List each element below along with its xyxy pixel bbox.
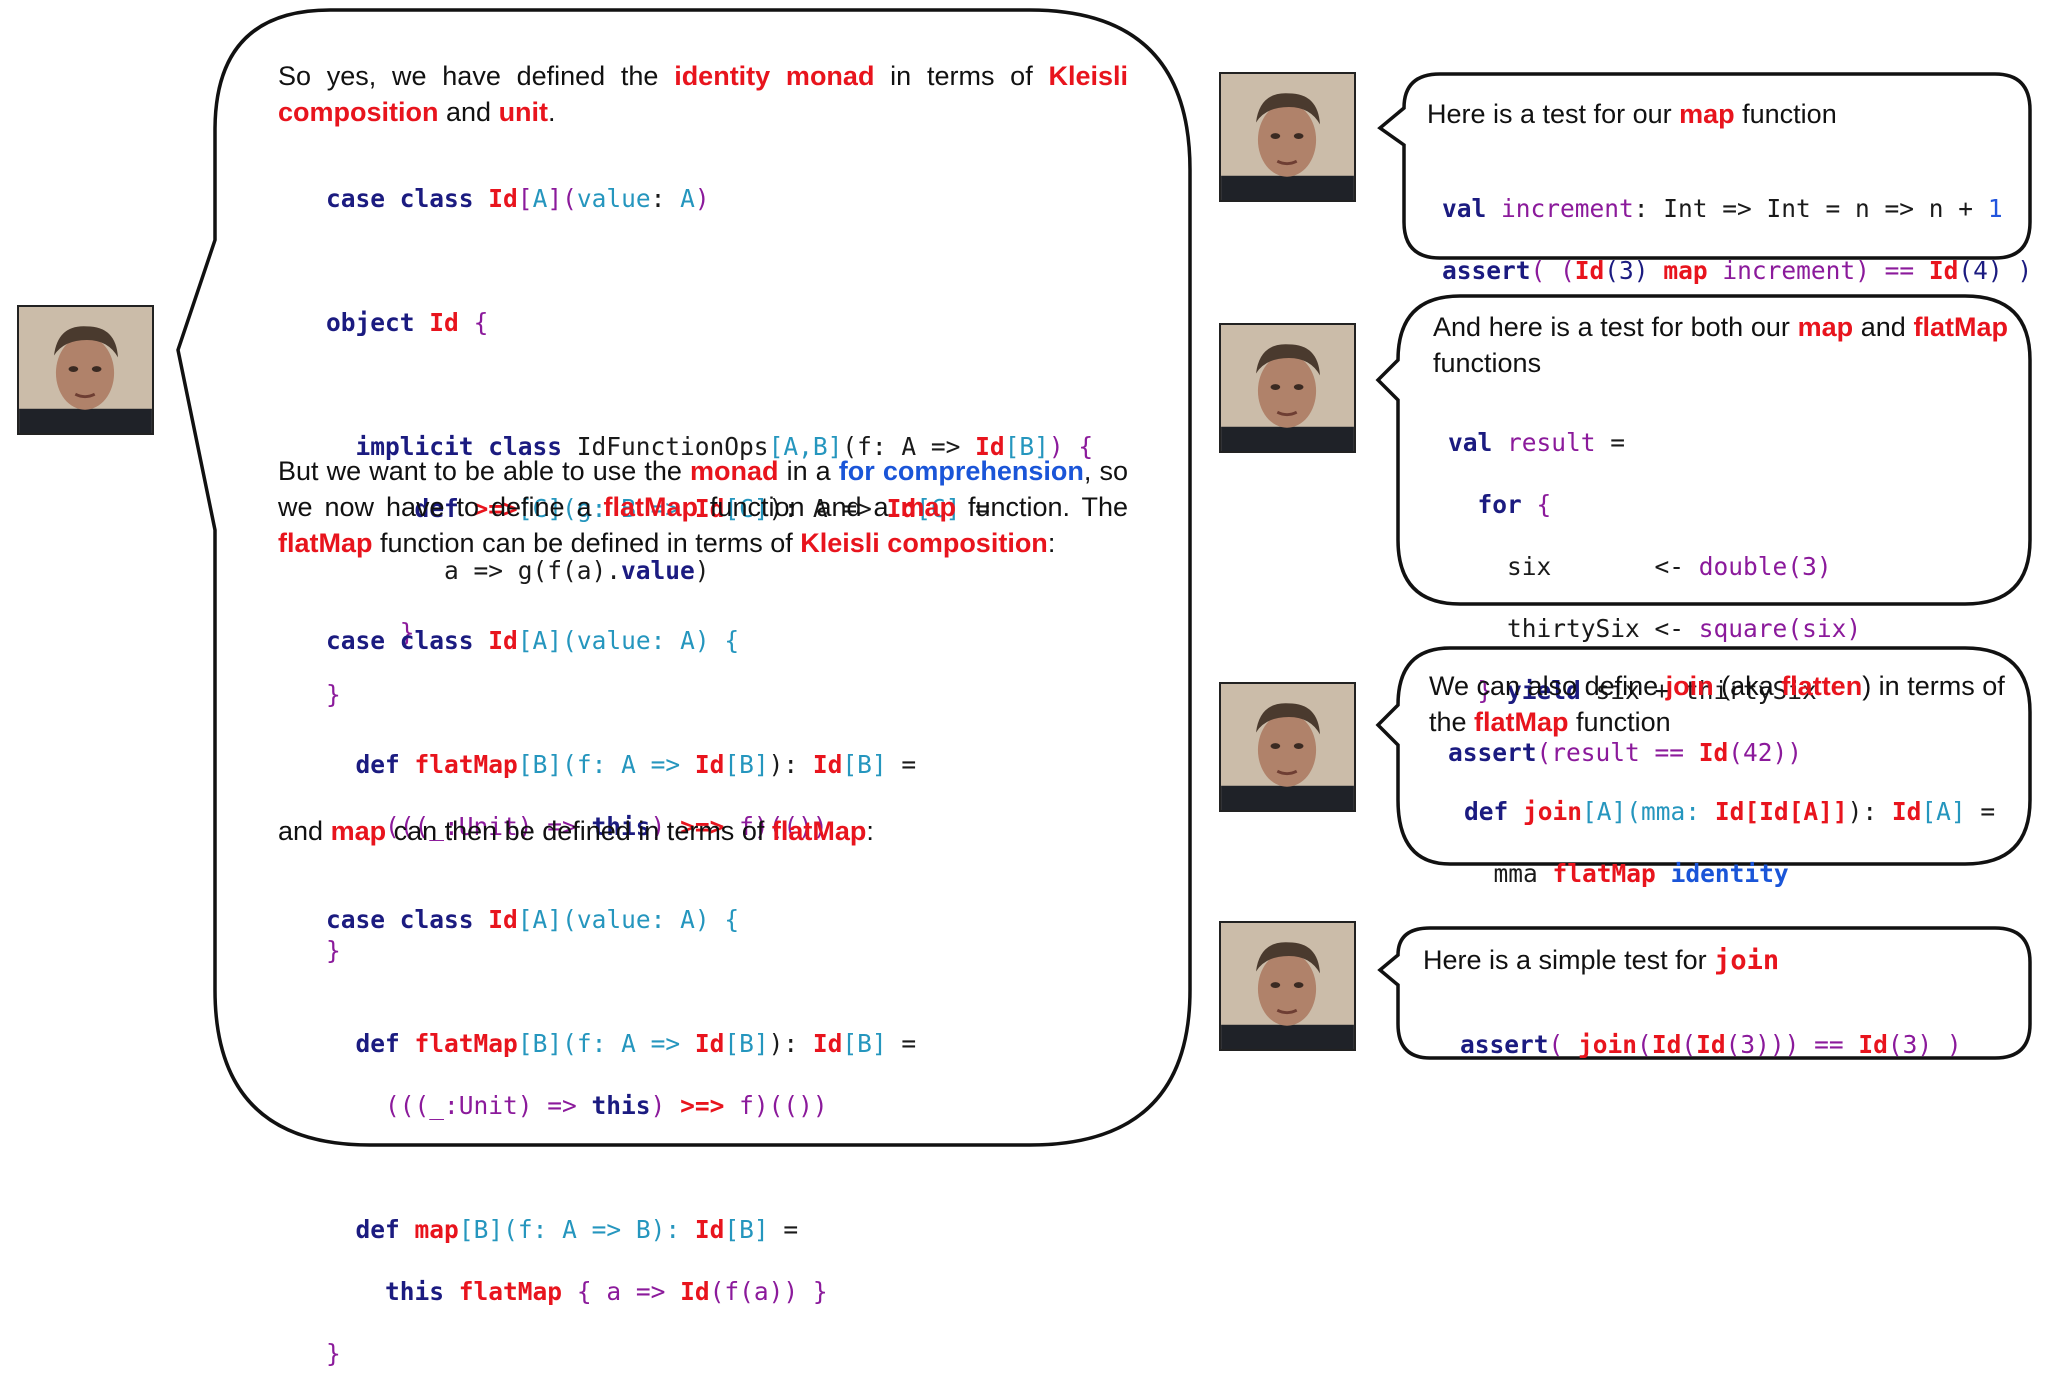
presenter-avatar <box>17 305 154 435</box>
code-line: } <box>399 618 415 647</box>
code-line: for { <box>1477 490 1552 519</box>
code-line: mma flatMap identity <box>1493 859 1789 888</box>
map-test-caption: Here is a test for our map function <box>1427 99 1837 129</box>
join-test-code: assert( join(Id(Id(3))) == Id(3) ) <box>1460 998 1962 1091</box>
code-line: val increment: Int => Int = n => n + 1 <box>1442 194 2003 223</box>
term-flatmap: flatMap <box>1474 707 1569 737</box>
side-bubble-1-outline <box>1377 72 2032 260</box>
text: and <box>438 97 499 127</box>
term-monad: monad <box>689 456 779 486</box>
code-line: assert( (Id(3) map increment) == Id(4) ) <box>1442 256 2033 285</box>
code-line: def flatMap[B](f: A => Id[B]): Id[B] = <box>355 750 917 779</box>
side-bubble-4-outline <box>1377 926 2032 1060</box>
code-line: case class Id[A](value: A) <box>326 184 710 213</box>
for-test-code: val result = for { six <- double(3) thir… <box>1448 396 1861 799</box>
intro-paragraph: So yes, we have defined the identity mon… <box>278 58 1128 130</box>
comprehension-paragraph: But we want to be able to use the monad … <box>278 456 1129 558</box>
presenter-avatar <box>1219 921 1356 1051</box>
term-unit: unit <box>498 97 549 127</box>
text: in terms of <box>874 61 1049 91</box>
side-bubble-3-outline <box>1375 646 2032 866</box>
join-test-caption: Here is a simple test for join <box>1423 945 1780 976</box>
code-line: this flatMap { a => Id(f(a)) } <box>385 1277 828 1306</box>
term-flatten: flatten <box>1781 671 1863 701</box>
map-test-code: val increment: Int => Int = n => n + 1 a… <box>1442 162 2032 317</box>
code-line: case class Id[A](value: A) { <box>326 626 740 655</box>
presenter-avatar <box>1219 72 1356 202</box>
code-line: a => g(f(a).value) <box>444 556 710 585</box>
code-block-kleisli: case class Id[A](value: A) object Id { i… <box>326 152 1093 741</box>
term-map: map <box>1797 312 1854 342</box>
main-bubble-outline <box>176 8 1192 1147</box>
code-line: def map[B](f: A => B): Id[B] = <box>355 1215 799 1244</box>
speech-bubbles <box>176 8 2032 1147</box>
code-line: } <box>326 1339 341 1368</box>
term-map: map <box>1679 99 1735 129</box>
code-line: thirtySix <- square(six) <box>1507 614 1862 643</box>
code-line: assert( join(Id(Id(3))) == Id(3) ) <box>1460 1030 1962 1059</box>
term-for-comprehension: for comprehension <box>838 456 1084 486</box>
code-line: implicit class IdFunctionOps[A,B](f: A =… <box>355 432 1094 461</box>
join-code: def join[A](mma: Id[Id[A]]): Id[A] = mma… <box>1464 765 1995 920</box>
term-map: map <box>330 816 387 846</box>
map-paragraph: and map can then be defined in terms of … <box>278 816 874 846</box>
code-line: val result = <box>1448 428 1626 457</box>
term-flatmap: flatMap <box>1913 312 2008 342</box>
code-line: object Id { <box>326 308 489 337</box>
term-kleisli-composition: Kleisli composition <box>800 528 1048 558</box>
term-flatmap: flatMap <box>771 816 867 846</box>
code-line: } yield six + thirtySix <box>1477 676 1817 705</box>
code-line: } <box>326 936 341 965</box>
code-line: six <- double(3) <box>1507 552 1832 581</box>
term-join: join <box>1714 945 1780 976</box>
code-line: } <box>326 680 341 709</box>
text: So yes, we have defined the <box>278 61 675 91</box>
code-line: def join[A](mma: Id[Id[A]]): Id[A] = <box>1464 797 1996 826</box>
code-block-flatmap: case class Id[A](value: A) { def flatMap… <box>326 594 916 997</box>
term-flatmap: flatMap <box>278 528 373 558</box>
code-line: assert(result == Id(42)) <box>1448 738 1803 767</box>
code-block-map: case class Id[A](value: A) { def flatMap… <box>326 873 916 1400</box>
code-line: case class Id[A](value: A) { <box>326 905 740 934</box>
for-test-caption: And here is a test for both our map and … <box>1433 312 2008 378</box>
term-kleisli-composition: Kleisli composition <box>278 61 1128 127</box>
text: . <box>548 97 556 127</box>
code-line: def flatMap[B](f: A => Id[B]): Id[B] = <box>355 1029 917 1058</box>
term-flatmap: flatMap <box>603 492 698 522</box>
term-identity-monad: identity monad <box>674 61 875 91</box>
presenter-avatar <box>1219 323 1356 453</box>
side-bubble-2-outline <box>1375 294 2032 606</box>
code-line: (((_:Unit) => this) >=> f)(()) <box>385 1091 828 1120</box>
code-line: def >=>[C](g: B => Id[C]): A => Id[C] = <box>414 494 990 523</box>
code-line: (((_:Unit) => this) >=> f)(()) <box>385 812 828 841</box>
join-caption: We can also define join (aka flatten) in… <box>1429 671 2005 737</box>
presenter-avatar <box>1219 682 1356 812</box>
term-join: join <box>1665 671 1714 701</box>
term-map: map <box>900 492 956 522</box>
